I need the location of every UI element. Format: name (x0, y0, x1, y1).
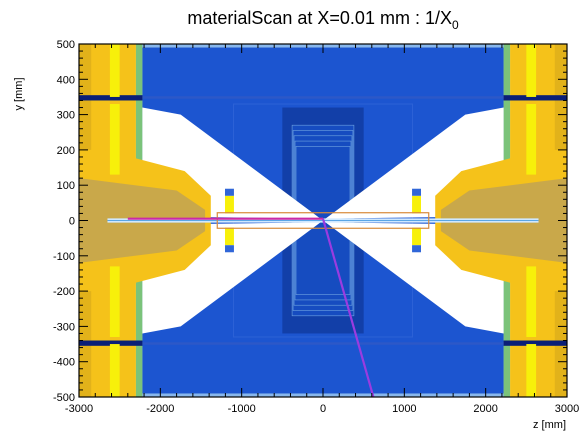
track-line (321, 218, 375, 397)
detector-map (79, 44, 567, 397)
navy-band-top-right (503, 95, 567, 101)
y-tick-label: -100 (53, 251, 75, 263)
small-block-top-left (224, 195, 234, 214)
y-tick-label: -500 (53, 392, 75, 404)
small-block-cap-bottom-left (224, 245, 234, 253)
y-tick-label: 500 (57, 39, 75, 51)
x-axis-label: z [mm] (533, 419, 566, 431)
chart-title-main: materialScan at X=0.01 mm : 1/X (187, 8, 452, 28)
navy-band-top-left (79, 95, 143, 101)
navy-band-bottom-right (503, 340, 567, 346)
pillar-bottom-left (109, 344, 120, 397)
pillar-top-right (526, 44, 537, 97)
small-block-cap-bottom-right (412, 245, 422, 253)
y-tick-label: -300 (53, 321, 75, 333)
small-block-cap-top-left (224, 188, 234, 196)
pillar-top-left (109, 44, 120, 97)
x-tick-label: -2000 (146, 403, 174, 415)
pillar-bottom-right (526, 344, 537, 397)
navy-band-bottom-left (79, 340, 143, 346)
small-block-bottom-left (224, 227, 234, 246)
x-tick-label: 2000 (473, 403, 497, 415)
y-tick-label: -400 (53, 357, 75, 369)
x-tick-label: 1000 (392, 403, 416, 415)
y-tick-label: 0 (69, 216, 75, 228)
vertex-region-outline (216, 212, 430, 229)
small-block-bottom-right (412, 227, 422, 246)
x-tick-label: 0 (320, 403, 326, 415)
track-layer (127, 217, 375, 397)
y-tick-label: 100 (57, 180, 75, 192)
x-tick-label: -3000 (65, 403, 93, 415)
chart-title-subscript: 0 (452, 18, 459, 32)
chart-title: materialScan at X=0.01 mm : 1/X0 (187, 8, 459, 32)
y-tick-label: -200 (53, 286, 75, 298)
plot-area (79, 44, 567, 397)
y-axis-label: y [mm] (13, 78, 25, 111)
x-tick-label: -1000 (228, 403, 256, 415)
y-tick-label: 300 (57, 110, 75, 122)
pillar-mid-bottom-right (526, 266, 537, 337)
y-tick-label: 400 (57, 74, 75, 86)
y-axis: -500 -400 -300 -200 -100 0 100 200 300 400 500 (53, 39, 567, 404)
barrel-inner-line-bottom (142, 342, 504, 345)
small-block-cap-top-right (412, 188, 422, 196)
x-axis: -3000 -2000 -1000 0 1000 2000 3000 (65, 44, 579, 415)
pillar-mid-top-left (109, 104, 120, 175)
pillar-mid-top-right (526, 104, 537, 175)
x-tick-label: 3000 (555, 403, 579, 415)
small-block-top-right (412, 195, 422, 214)
barrel-inner-line-top (142, 96, 504, 99)
pillar-mid-bottom-left (109, 266, 120, 337)
y-tick-label: 200 (57, 145, 75, 157)
